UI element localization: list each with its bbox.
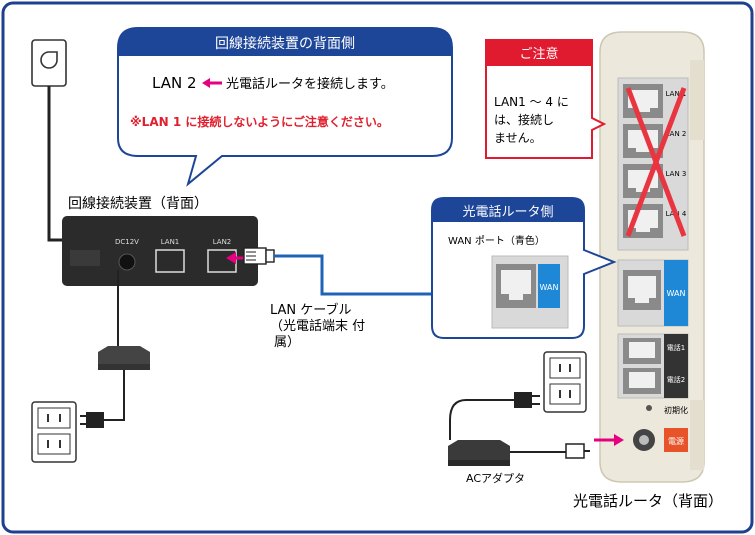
router-init-button — [646, 405, 652, 411]
notice-line-2: は、接続し — [494, 112, 554, 127]
router-tel1-label: 電話1 — [667, 343, 685, 352]
router-init-label: 初期化 — [664, 405, 688, 415]
device-label: 回線接続装置（背面） — [68, 195, 208, 212]
router-tel2-label: 電話2 — [667, 375, 685, 384]
notice-title: ご注意 — [519, 46, 558, 62]
router-power-badge — [664, 428, 688, 452]
device-dc-jack — [118, 253, 136, 271]
wall-jack-icon — [31, 39, 67, 87]
router-power-arrow — [594, 434, 624, 446]
router-power-label: 電源 — [668, 437, 684, 446]
router-dc-plug-icon — [565, 443, 590, 459]
notice-line-1: LAN1 ～ 4 に — [494, 95, 569, 109]
router-power-jack-inner — [639, 435, 649, 445]
lan-cable-note-1: （光電話端末 付 — [270, 318, 365, 334]
router-ac-adapter-icon — [448, 440, 510, 466]
callout-top-instruction: 光電話ルータを接続します。 — [226, 76, 394, 92]
prohibited-x-mark — [625, 87, 687, 237]
notice-box — [485, 39, 607, 159]
router-lan2-label: LAN 2 — [666, 130, 687, 138]
router-lan-ports — [623, 84, 663, 238]
adapter-label: ACアダプタ — [466, 471, 525, 485]
lan-cable — [274, 254, 442, 296]
router-tel1-port-icon — [623, 338, 661, 364]
router-tel-strip — [664, 334, 688, 398]
lan-cable-plug-device-icon — [243, 247, 275, 265]
callout-top — [117, 27, 453, 187]
device-power-plug-icon — [80, 412, 104, 428]
router-callout-wan-port-label: WAN ポート（青色） — [448, 234, 545, 247]
device-power-cord-lower — [104, 370, 125, 421]
line-device-body — [62, 216, 258, 286]
device-wall-outlet-icon — [31, 401, 77, 463]
device-dc-label: DC12V — [115, 238, 139, 246]
router-callout-wan-port-icon — [496, 264, 536, 308]
router-lan-port-icon — [623, 204, 663, 238]
callout-top-port: LAN 2 — [152, 74, 197, 92]
router-lan1-label: LAN 1 — [666, 90, 687, 98]
callout-top-warning: ※LAN 1 に接続しないようにご注意ください。 — [130, 114, 389, 129]
router-callout-title: 光電話ルータ側 — [462, 204, 553, 220]
device-lan1-port-icon — [155, 249, 185, 273]
router-callout-wan-badge-label: WAN — [540, 283, 559, 292]
router-callout-wan-badge — [538, 264, 560, 308]
device-lan1-label: LAN1 — [161, 238, 180, 246]
router-label: 光電話ルータ（背面） — [573, 492, 723, 510]
router-wan-label: WAN — [667, 289, 686, 298]
callout-top-title: 回線接続装置の背面側 — [215, 35, 355, 52]
lan-cable-label: LAN ケーブル — [270, 302, 352, 318]
router-wall-outlet-icon — [543, 351, 587, 413]
callout-top-arrow — [202, 78, 222, 88]
router-lan3-label: LAN 3 — [666, 170, 687, 178]
device-ac-adapter-icon — [98, 346, 150, 370]
lan-cable-note-2: 属） — [274, 335, 300, 350]
notice-line-3: ません。 — [494, 131, 542, 145]
line-device-optical-port — [70, 250, 100, 266]
router-adapter-cord — [449, 399, 514, 440]
router-wan-port-icon — [623, 270, 661, 310]
router-wan-strip — [664, 260, 688, 326]
router-tel2-port-icon — [623, 368, 661, 394]
router-power-plug-icon — [514, 392, 540, 408]
device-lan2-label: LAN2 — [213, 238, 232, 246]
